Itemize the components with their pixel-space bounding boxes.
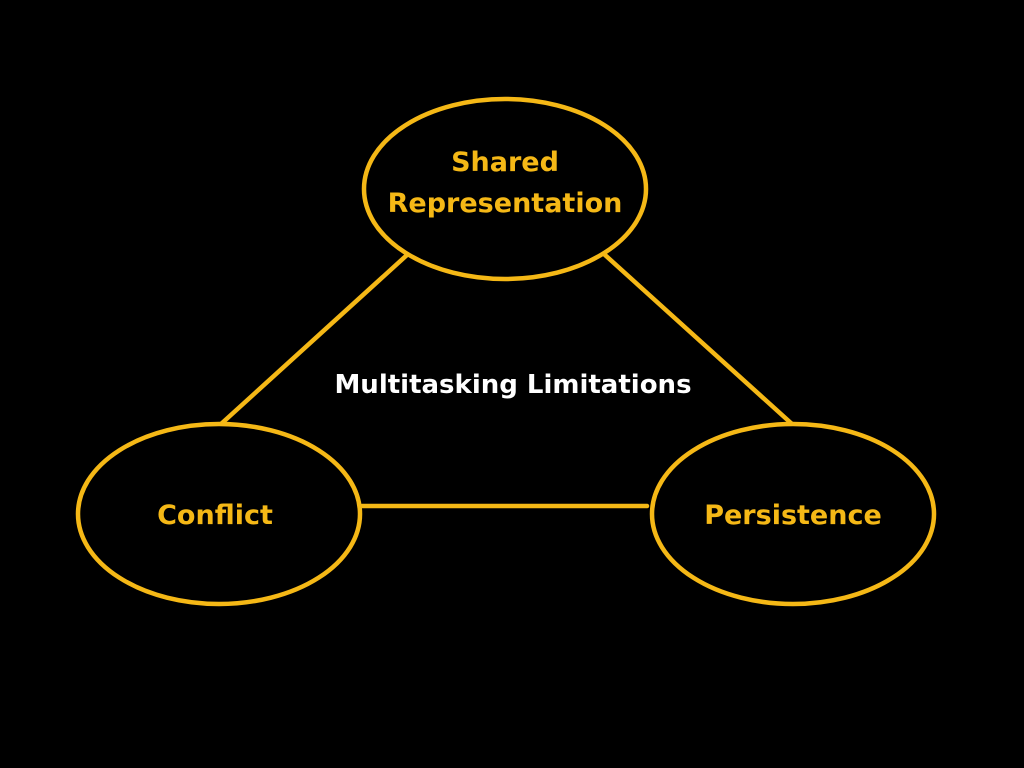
node-right-label: Persistence [704,500,882,531]
connector-top-right [602,252,795,427]
node-conflict [75,421,363,607]
node-top-label-line1: Shared [451,147,559,178]
node-persistence [649,421,937,607]
node-top-label-line2: Representation [388,188,623,219]
node-left-label: Conflict [157,500,273,531]
center-label: Multitasking Limitations [334,370,691,400]
connector-top-left [218,252,410,427]
node-shared-representation [361,96,649,282]
